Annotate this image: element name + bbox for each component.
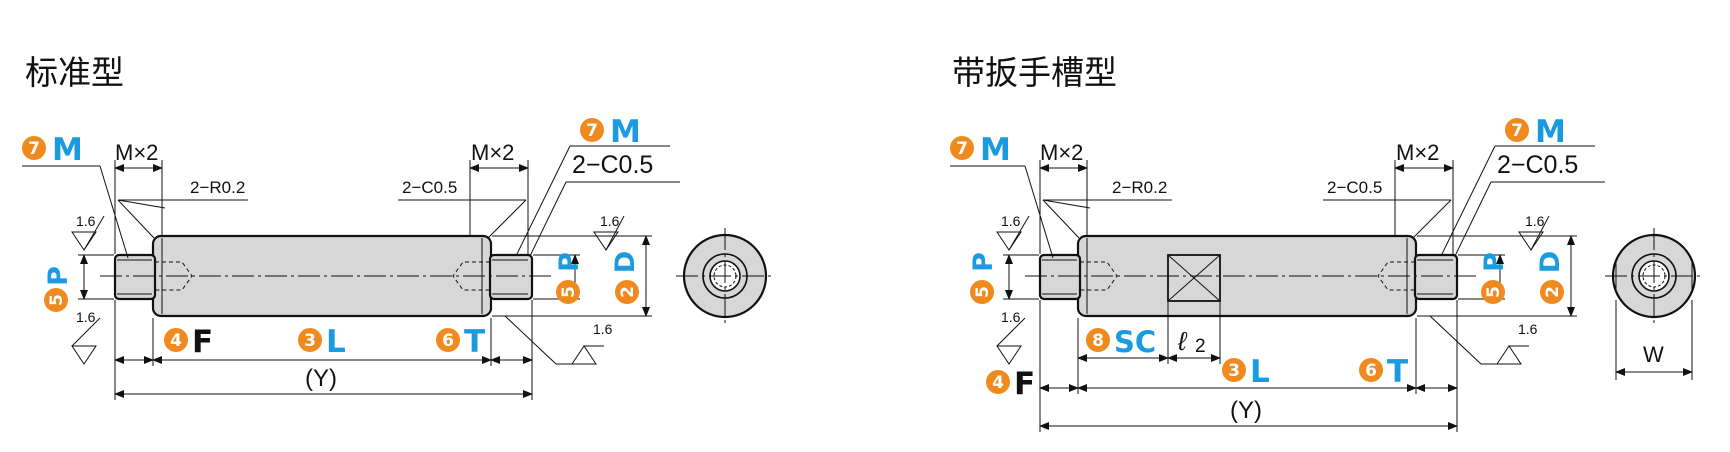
l-label: L xyxy=(326,324,346,360)
sc-label: SC xyxy=(1114,325,1156,359)
wrench-flat xyxy=(1167,254,1221,302)
badge-7-right-2-num: 7 xyxy=(1511,121,1523,141)
y-label-2: (Y) xyxy=(1230,397,1262,424)
l2-label: ℓ xyxy=(1177,326,1188,356)
rough-bottom-left-2: 1.6 xyxy=(1001,309,1021,325)
badge-3 xyxy=(298,328,322,352)
badge-2 xyxy=(615,280,639,304)
p-left-label-2: P xyxy=(968,252,999,272)
badge-5-left-2 xyxy=(970,280,994,304)
rough-right-bottom-2: 1.6 xyxy=(1518,321,1538,337)
badge-4-b-num: 4 xyxy=(992,373,1004,393)
c05-large-label-2: 2−C0.5 xyxy=(1497,151,1578,179)
badge-8 xyxy=(1086,328,1110,352)
m-right-label-2: M xyxy=(1535,114,1566,150)
t-label: T xyxy=(464,324,485,360)
f-label-2: F xyxy=(1014,366,1035,402)
mx2-left-label: M×2 xyxy=(115,140,158,165)
badge-7-right-2 xyxy=(1505,118,1529,142)
rough-right-pin: 1.6 xyxy=(600,213,620,229)
f-label: F xyxy=(192,324,213,360)
d-label: D xyxy=(610,251,641,273)
badge-5-right-2-num: 5 xyxy=(1484,286,1504,298)
standard-type-drawing: M×2 M×2 2−R0.2 2−C0.5 7 M 7 M 2−C0.5 1.6 xyxy=(22,114,775,400)
badge-6-b-num: 6 xyxy=(1365,361,1377,381)
badge-8-num: 8 xyxy=(1092,331,1104,351)
badge-6-b xyxy=(1359,358,1383,382)
badge-7-left-2 xyxy=(950,136,974,160)
badge-6-num: 6 xyxy=(442,331,454,351)
y-label: (Y) xyxy=(305,365,337,392)
wrench-type-drawing: M×2 M×2 2−R0.2 2−C0.5 7 M 7 M 2−C0.5 1.6 xyxy=(950,114,1704,432)
badge-4-num: 4 xyxy=(170,331,182,351)
mx2-right-label: M×2 xyxy=(471,140,514,165)
l-label-2: L xyxy=(1250,354,1270,390)
p-right-label: P xyxy=(554,252,585,272)
badge-3-num: 3 xyxy=(304,331,316,351)
p-right-label-2: P xyxy=(1479,252,1510,272)
c05-large-label: 2−C0.5 xyxy=(572,151,653,179)
m-left-label: M xyxy=(52,132,83,168)
w-label: W xyxy=(1643,342,1664,367)
m-left-label-2: M xyxy=(980,132,1011,168)
c05-small-label-2: 2−C0.5 xyxy=(1327,178,1382,197)
badge-2-num: 2 xyxy=(618,286,638,298)
left-pin xyxy=(113,253,157,301)
title-wrench: 带扳手槽型 xyxy=(952,53,1117,92)
rough-right-pin-2: 1.6 xyxy=(1525,213,1545,229)
title-standard: 标准型 xyxy=(25,53,124,92)
badge-4-b xyxy=(986,370,1010,394)
left-pin-2 xyxy=(1038,253,1082,301)
badge-5-left xyxy=(44,288,68,312)
badge-5-left-num: 5 xyxy=(47,294,67,306)
badge-6 xyxy=(436,328,460,352)
badge-5-right xyxy=(556,280,580,304)
badge-7-right-num: 7 xyxy=(586,121,598,141)
badge-3-b-num: 3 xyxy=(1228,361,1240,381)
badge-7-left-num: 7 xyxy=(28,139,40,159)
badge-3-b xyxy=(1222,358,1246,382)
rough-top-left-2: 1.6 xyxy=(1001,213,1021,229)
rough-bottom-left: 1.6 xyxy=(76,309,96,325)
badge-7-left-2-num: 7 xyxy=(956,139,968,159)
rough-top-left: 1.6 xyxy=(76,213,96,229)
badge-5-left-2-num: 5 xyxy=(973,286,993,298)
m-right-label: M xyxy=(610,114,641,150)
badge-5-right-num: 5 xyxy=(559,286,579,298)
badge-2-b xyxy=(1540,280,1564,304)
badge-5-right-2 xyxy=(1481,280,1505,304)
l2-subscript: 2 xyxy=(1195,336,1206,357)
p-left-label: P xyxy=(43,266,74,286)
d-label-2: D xyxy=(1535,251,1566,273)
r02-label-2: 2−R0.2 xyxy=(1112,178,1167,197)
badge-2-b-num: 2 xyxy=(1543,286,1563,298)
badge-4 xyxy=(164,328,188,352)
r02-label: 2−R0.2 xyxy=(190,178,245,197)
mx2-left-label-2: M×2 xyxy=(1040,140,1083,165)
badge-7-right xyxy=(580,118,604,142)
t-label-2: T xyxy=(1387,354,1408,390)
rough-right-bottom: 1.6 xyxy=(593,321,613,337)
right-pin-2 xyxy=(1413,253,1459,301)
mx2-right-label-2: M×2 xyxy=(1396,140,1439,165)
badge-7-left xyxy=(22,136,46,160)
right-pin xyxy=(488,253,534,301)
c05-small-label: 2−C0.5 xyxy=(402,178,457,197)
